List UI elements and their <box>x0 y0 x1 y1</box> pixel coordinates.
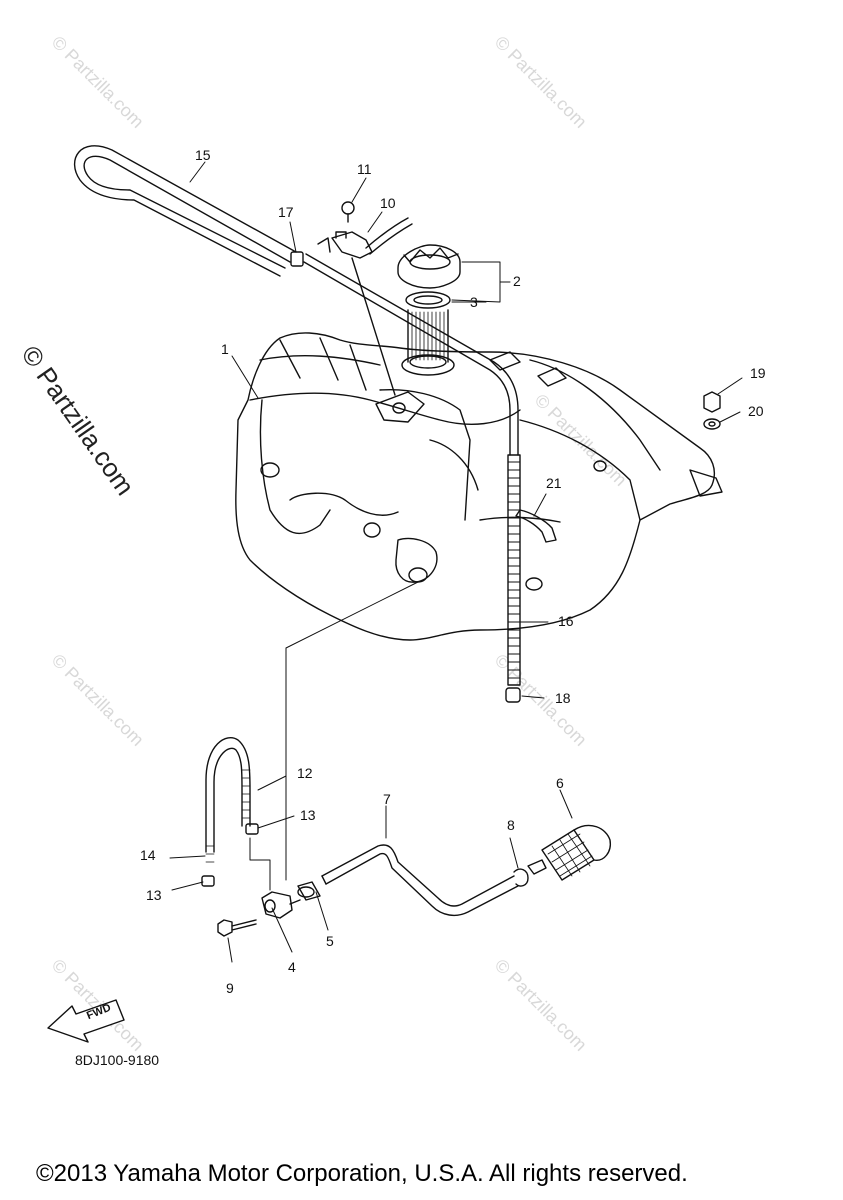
bushing-5 <box>297 881 321 901</box>
callout-16: 16 <box>558 613 574 629</box>
copyright-text: ©2013 Yamaha Motor Corporation, U.S.A. A… <box>36 1160 688 1187</box>
callout-12: 12 <box>297 765 313 781</box>
callout-3: 3 <box>470 294 478 310</box>
callout-13-lower: 13 <box>146 887 162 903</box>
breather-tube <box>303 261 511 456</box>
nut-19 <box>703 391 721 413</box>
leader-lines <box>169 161 743 963</box>
gasket-3 <box>405 291 451 309</box>
callout-11: 11 <box>357 161 372 177</box>
clamp-17 <box>290 251 304 267</box>
callout-9: 9 <box>226 980 234 996</box>
fitting-10 <box>331 217 413 259</box>
filler-neck <box>401 309 455 376</box>
clamp-13-upper <box>245 823 259 835</box>
callout-2: 2 <box>513 273 521 289</box>
alignment-line-10 <box>351 257 396 396</box>
callout-13-upper: 13 <box>300 807 316 823</box>
fuel-cap-2 <box>397 244 461 289</box>
callout-4: 4 <box>288 959 296 975</box>
cap-18 <box>505 687 521 703</box>
fuel-tank-1 <box>235 332 723 641</box>
screw-9 <box>217 919 257 937</box>
callout-17: 17 <box>278 204 294 220</box>
washer-20 <box>703 418 721 430</box>
clip-8 <box>513 868 529 887</box>
hose-16 <box>507 454 521 686</box>
clamp-13-lower <box>201 875 215 887</box>
callout-19: 19 <box>750 365 766 381</box>
callout-5: 5 <box>326 933 334 949</box>
bracket-21 <box>515 509 557 543</box>
callout-21: 21 <box>546 475 562 491</box>
fuel-hose-12-14 <box>205 737 251 863</box>
fuel-cock-4 <box>261 891 301 919</box>
callout-1: 1 <box>221 341 229 357</box>
vent-hose-15 <box>73 145 297 277</box>
callout-7: 7 <box>383 791 391 807</box>
callout-6: 6 <box>556 775 564 791</box>
callout-20: 20 <box>748 403 764 419</box>
callout-18: 18 <box>555 690 571 706</box>
callout-14: 14 <box>140 847 156 863</box>
screw-11 <box>341 201 355 223</box>
callout-15: 15 <box>195 147 211 163</box>
fuel-line-alignment <box>285 581 419 881</box>
fuel-filter-6 <box>527 824 611 881</box>
callout-10: 10 <box>380 195 396 211</box>
callout-8: 8 <box>507 817 515 833</box>
fwd-arrow-icon <box>47 999 125 1043</box>
fuel-hose-7 <box>321 844 519 917</box>
diagram-code: 8DJ100-9180 <box>75 1052 160 1068</box>
